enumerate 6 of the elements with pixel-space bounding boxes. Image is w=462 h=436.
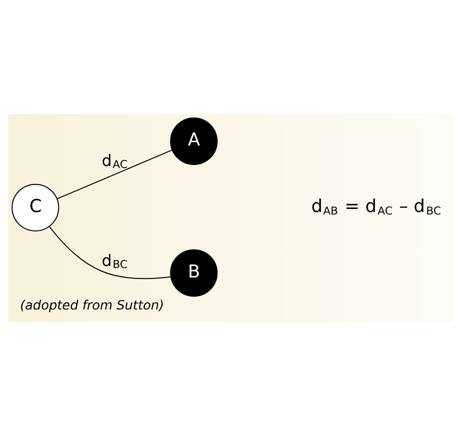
- node-circle: A: [170, 117, 218, 165]
- connector: [48, 226, 172, 280]
- node-circle: C: [12, 184, 60, 232]
- node-circle: B: [170, 249, 218, 297]
- caption: (adopted from Sutton): [20, 298, 164, 314]
- connector: [56, 150, 172, 200]
